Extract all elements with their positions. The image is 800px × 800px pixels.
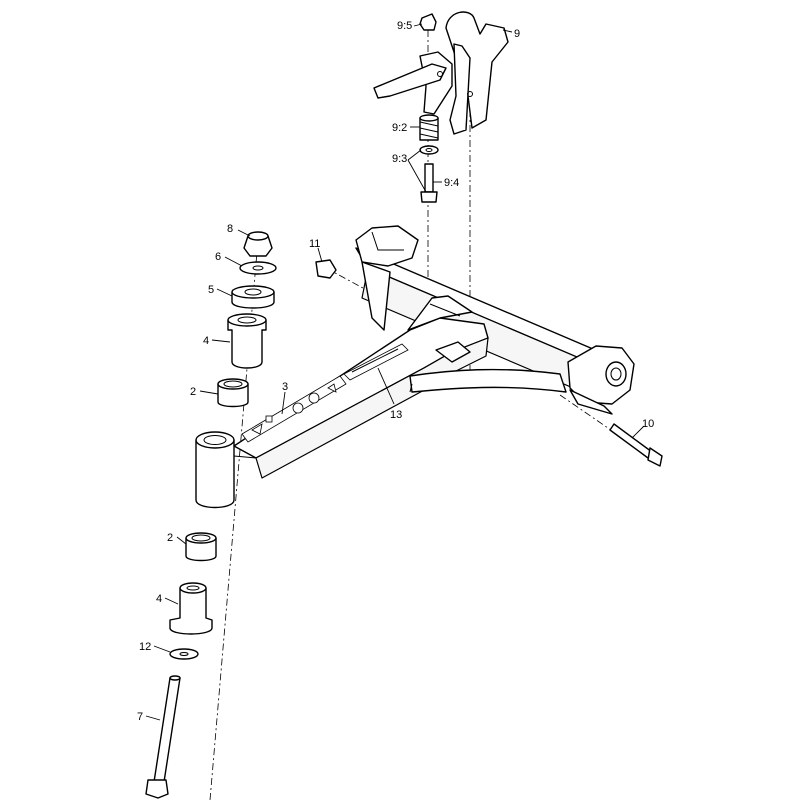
callout-13: 13 xyxy=(390,409,402,421)
callout-9-2: 9:2 xyxy=(392,122,407,134)
frame-axle-assembly xyxy=(195,225,635,509)
callout-2-lower: 2 xyxy=(167,532,173,544)
callout-4-upper: 4 xyxy=(203,335,209,347)
callout-labels: 9:5 9 9:2 9:3 9:4 8 6 5 4 2 3 11 13 10 2… xyxy=(137,20,654,723)
callout-6: 6 xyxy=(215,251,221,263)
callout-9: 9 xyxy=(514,28,520,40)
lower-spindle-stack xyxy=(145,532,217,799)
callout-12: 12 xyxy=(139,641,151,653)
callout-7: 7 xyxy=(137,711,143,723)
callout-9-5: 9:5 xyxy=(397,20,412,32)
bolt-10 xyxy=(609,423,663,467)
upper-spindle-stack xyxy=(217,231,277,408)
leader-lines xyxy=(145,23,645,721)
callout-5: 5 xyxy=(208,284,214,296)
callout-9-3: 9:3 xyxy=(392,153,407,165)
callout-4-lower: 4 xyxy=(156,593,162,605)
spring-9-2 xyxy=(419,114,439,141)
callout-8: 8 xyxy=(227,223,233,235)
nut-11 xyxy=(315,259,337,279)
callout-9-4: 9:4 xyxy=(444,177,459,189)
callout-10: 10 xyxy=(642,418,654,430)
callout-2-upper: 2 xyxy=(190,386,196,398)
warning-decal-strip xyxy=(241,375,347,443)
pivot-bracket-assembly-9 xyxy=(373,11,509,203)
callout-11: 11 xyxy=(309,238,320,250)
callout-3: 3 xyxy=(282,381,288,393)
instruction-decal xyxy=(343,343,409,381)
